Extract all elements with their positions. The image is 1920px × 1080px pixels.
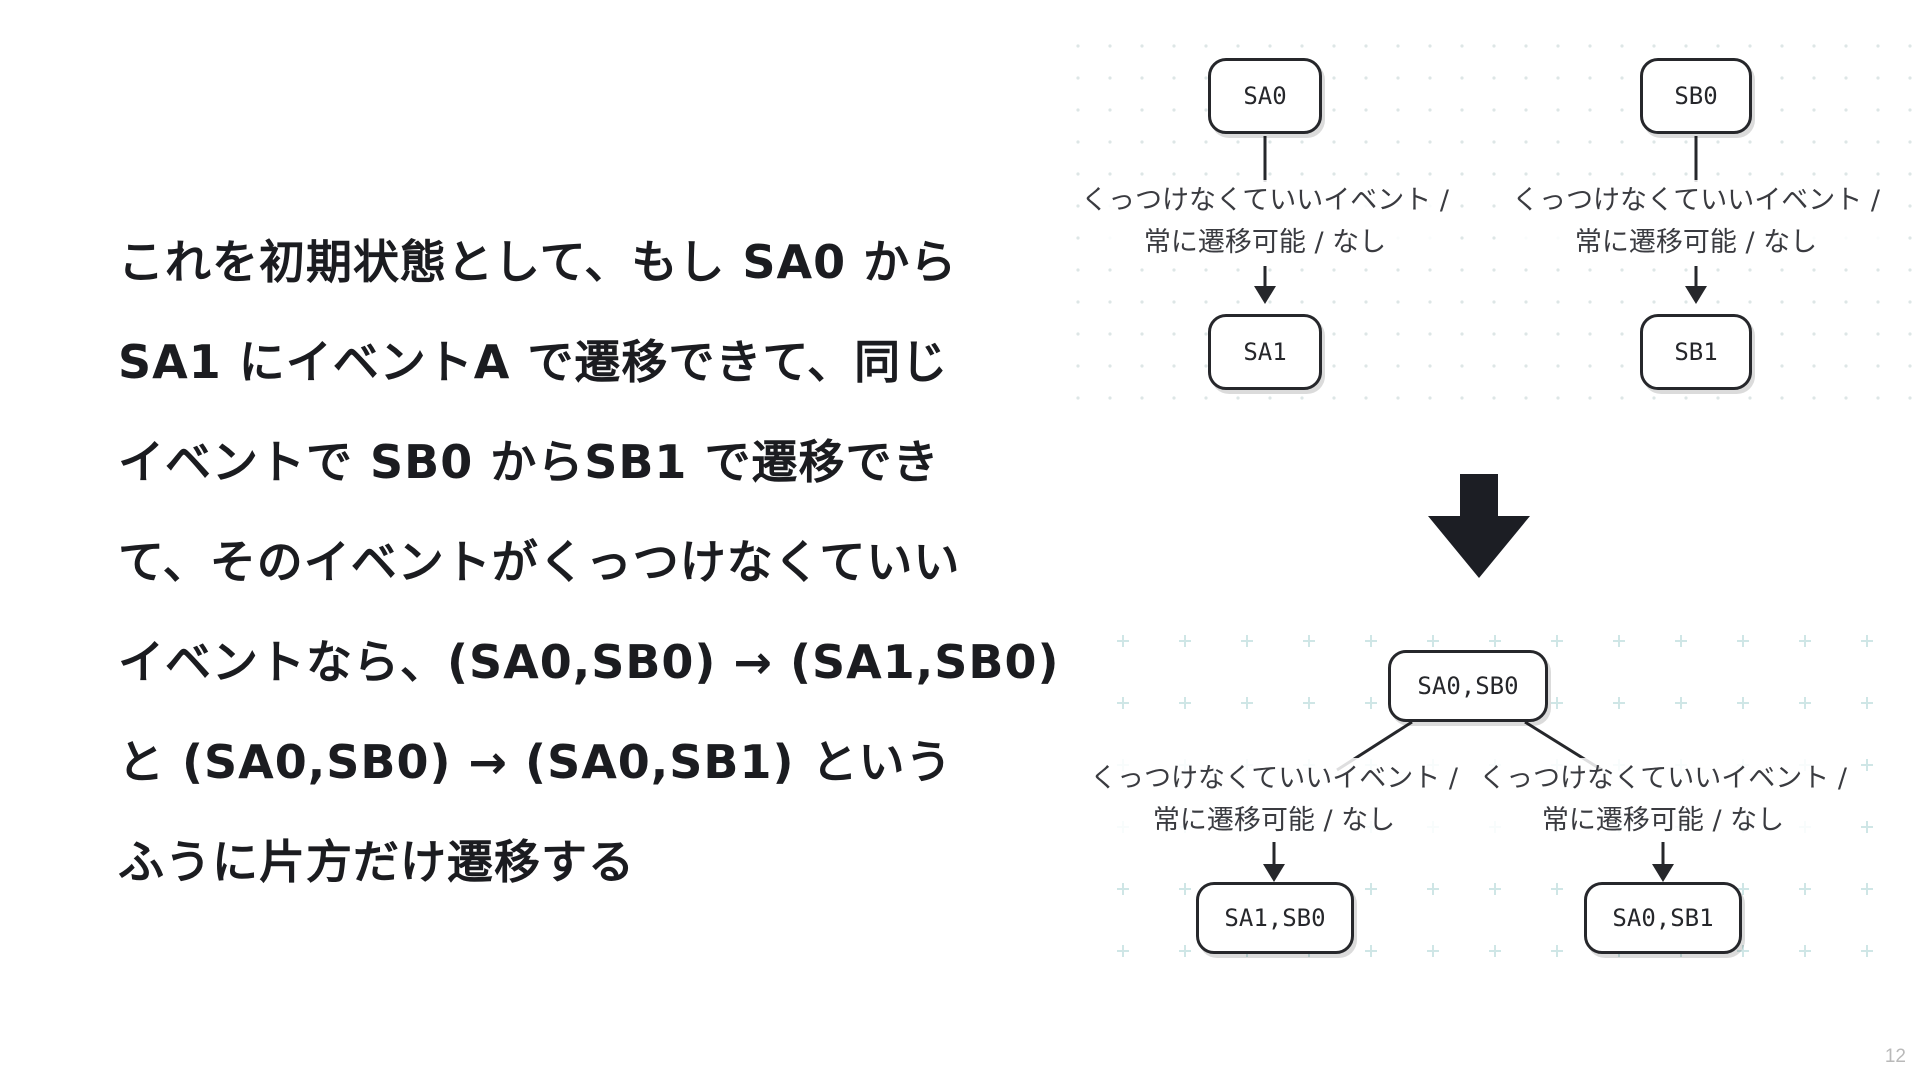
state-node-sa0-sb1: SA0,SB1 (1584, 882, 1742, 954)
body-text-line: て、そのイベントがくっつけなくていい (118, 535, 961, 589)
arrow-down-icon (1652, 864, 1674, 882)
edge-label-event: くっつけなくていいイベント / (1090, 763, 1458, 794)
state-node-sb0: SB0 (1640, 58, 1752, 134)
edge-label-guard-action: 常に遷移可能 / なし (1152, 805, 1396, 836)
edge-label-to-sa0-sb1: くっつけなくていいイベント / 常に遷移可能 / なし (1479, 758, 1847, 842)
arrow-down-icon (1263, 864, 1285, 882)
arrow-down-icon (1254, 286, 1276, 304)
slide-body-text: これを初期状態として、もし SA0 から SA1 にイベントA で遷移できて、同… (118, 212, 1060, 912)
edge-label-guard-action: 常に遷移可能 / なし (1143, 227, 1387, 258)
edge-label-to-sa1-sb0: くっつけなくていいイベント / 常に遷移可能 / なし (1090, 758, 1458, 842)
state-node-sa0: SA0 (1208, 58, 1322, 134)
body-text-line: イベントなら、(SA0,SB0) → (SA1,SB0) (118, 635, 1060, 689)
arrow-down-icon (1685, 286, 1707, 304)
diagram-separate-machines: SA0 くっつけなくていいイベント / 常に遷移可能 / なし SA1 SB0 … (1062, 30, 1918, 420)
state-node-sa0-sb0: SA0,SB0 (1388, 650, 1548, 722)
page-number: 12 (1884, 1046, 1906, 1067)
edge-label-event: くっつけなくていいイベント / (1479, 763, 1847, 794)
edge-label-sa0-sa1: くっつけなくていいイベント / 常に遷移可能 / なし (1081, 180, 1449, 264)
arrow-down-icon (1428, 474, 1530, 578)
edge-label-guard-action: 常に遷移可能 / なし (1574, 227, 1818, 258)
edge-label-sb0-sb1: くっつけなくていいイベント / 常に遷移可能 / なし (1512, 180, 1880, 264)
body-text-line: SA1 にイベントA で遷移できて、同じ (118, 335, 949, 389)
edge-label-event: くっつけなくていいイベント / (1081, 185, 1449, 216)
body-text-line: イベントで SB0 からSB1 で遷移でき (118, 435, 940, 489)
state-node-sa1-sb0: SA1,SB0 (1196, 882, 1354, 954)
body-text-line: これを初期状態として、もし SA0 から (118, 235, 958, 289)
diagram-combined-machine: SA0,SB0 くっつけなくていいイベント / 常に遷移可能 / なし くっつけ… (1090, 610, 1878, 1000)
edge-label-event: くっつけなくていいイベント / (1512, 185, 1880, 216)
edge-label-guard-action: 常に遷移可能 / なし (1541, 805, 1785, 836)
body-text-line: ふうに片方だけ遷移する (118, 835, 635, 889)
state-node-sb1: SB1 (1640, 314, 1752, 390)
state-node-sa1: SA1 (1208, 314, 1322, 390)
body-text-line: と (SA0,SB0) → (SA0,SB1) という (118, 735, 953, 789)
